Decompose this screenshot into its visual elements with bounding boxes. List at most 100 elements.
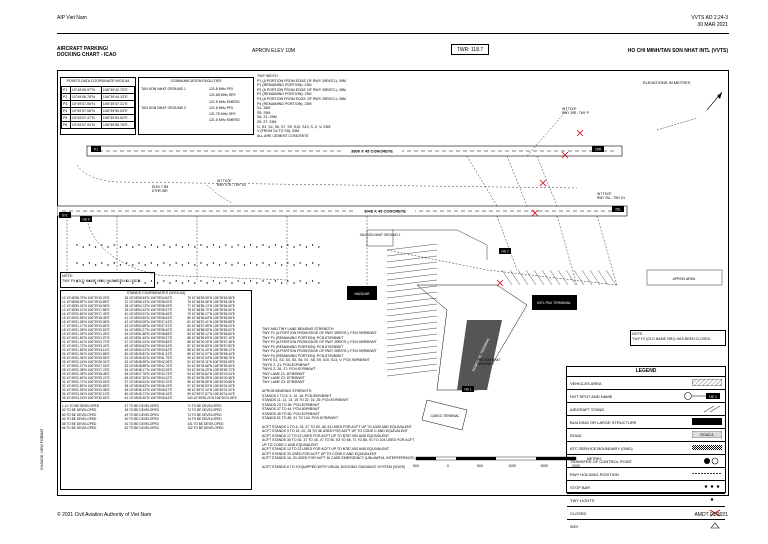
stand-marker — [237, 280, 239, 282]
stand-line — [386, 309, 438, 317]
stand-marker — [125, 262, 128, 264]
legend-symbol-icon — [708, 522, 722, 531]
stand-row: 12 10°48'59.01"N 106°39'16.96"E — [62, 304, 110, 308]
strength-line: ACFT STANDS 6 TO 9 EQUIPPED WITH VISUAL … — [262, 465, 406, 470]
note-left: NOTE: TWY F5 (OLD NAME NR1) HAS BEEN CLO… — [60, 272, 155, 288]
north-arrow-icon — [656, 91, 723, 131]
stand-row: 58 10°48'46.53"N 106°39'45.19"E — [124, 384, 173, 388]
stand-marker — [293, 264, 295, 266]
stand-row: 94 10°49'04.82"N 106°40'00.04"E — [187, 372, 236, 376]
runway-lower — [57, 205, 628, 217]
svg-text:HS 1: HS 1 — [709, 394, 717, 398]
thr-upper-right: 25R — [595, 148, 602, 152]
stand-marker — [194, 264, 196, 266]
stand-marker — [256, 264, 258, 266]
rwy-upper-label-bg — [342, 147, 402, 154]
stand-line — [386, 255, 438, 263]
stand-row: 10 10°48'58.79"N 106°39'15.29"E — [62, 296, 110, 300]
stand-row: 81 10°48'57.41"N 106°39'55.88"E — [187, 320, 236, 324]
twy-parallel-upper — [76, 164, 578, 189]
comm-frequency: 121.75 MHz SRY — [209, 112, 236, 117]
twy-width-line: G, S3, S4, S6, S7, S9, S10, S13, S, Z, V… — [257, 124, 331, 129]
comm-row: 121.5 MHz EMERG — [139, 117, 253, 123]
chart-title: AIRCRAFT PARKING/ DOCKING CHART - ICAO — [57, 46, 117, 58]
strength-line: TWY P2 (A PORTION FROM EDGE OF RWY 25R/0… — [262, 340, 377, 345]
stand-row: 89 10°49'01.97"N 106°39'58.44"E — [187, 352, 236, 356]
legend-label: RWY HOLDING POSITION — [570, 471, 619, 477]
strength-line: ACFT STANDS 1 TO 6, 23, 47 TO 50, 48, 51… — [262, 424, 412, 429]
communication-heading: COMMUNICATION FACILITIES — [170, 79, 222, 83]
stand-marker — [243, 246, 246, 248]
stand-row: 80 10°48'56.84"N 106°39'55.56"E — [187, 316, 236, 320]
stand-row: 21 10°49'01.61"N 106°39'22.70"E — [62, 340, 110, 344]
stand-marker — [76, 244, 78, 246]
stand-marker — [181, 264, 184, 266]
comm-frequency: 121.8 MHz PRI — [209, 87, 233, 91]
stand-dev-cell: 49 TO BE DEVELOPED — [124, 412, 159, 417]
stand-marker — [88, 280, 91, 282]
strength-line: ACFT STANDS 33 USED FOR ACFT UP TO CODE … — [262, 451, 377, 456]
stand-line — [597, 269, 609, 286]
intl-terminal-label: INTL PAX TERMINAL — [537, 301, 571, 305]
comm-row: 121.65 MHz SRY — [139, 92, 253, 98]
stand-row: 84 10°48'59.12"N 106°39'56.84"E — [187, 332, 236, 336]
stand-dev-cell: 51 TO BE DEVELOPED — [124, 421, 159, 426]
stand-marker — [293, 246, 295, 248]
strength-line: STANDS 11, 12, 13, 15 TO 22, 16, 26: PCN… — [262, 398, 349, 403]
stand-line — [386, 243, 438, 251]
cargo-terminal-label: CARGO TERMINAL — [431, 414, 460, 418]
stand-marker — [94, 282, 97, 284]
cargo-terminal-building — [421, 399, 468, 431]
stand-dev-cell: 64 TO BE DEVELOPED — [62, 417, 97, 422]
legend-label: ROAD — [570, 432, 582, 438]
stand-marker — [82, 264, 84, 266]
stand-marker — [206, 264, 208, 266]
stand-line — [386, 279, 438, 287]
stand-marker — [156, 282, 159, 284]
stand-marker — [237, 262, 239, 264]
stand-marker — [163, 262, 165, 264]
scale-tick-label: 1500 — [540, 464, 548, 468]
twy-width-line: S8, Z1: 25M — [257, 115, 277, 120]
stand-dev-cell: 1-10 TO BE DEVELOPED — [62, 404, 100, 408]
stand-line — [533, 269, 545, 286]
stand-line — [549, 269, 561, 286]
stand-dev-cell: 101 TO BE DEVELOPED — [187, 421, 224, 426]
twy-width-line: ALL ARE CEMENT CONCRETE — [257, 133, 309, 138]
stand-marker — [299, 262, 301, 264]
stand-row: 90 10°49'02.54"N 106°39'58.76"E — [187, 356, 236, 360]
stand-marker — [94, 246, 97, 248]
stand-marker — [150, 262, 153, 264]
legend-title: LEGEND — [635, 368, 657, 374]
stand-line — [581, 269, 593, 286]
aerodrome-map: 3800 X 45 CONCRETE 3048 X 45 CONCRETE P1… — [57, 91, 723, 468]
stands-heading: STANDS COORDINATES (WGS-84) — [126, 291, 186, 295]
stand-marker — [280, 246, 283, 248]
stand-row: 96 10°49'05.96"N 106°40'00.68"E — [187, 380, 236, 384]
stand-line — [386, 315, 438, 323]
legend-row: BUILDING OR LARGE STRUCTURE — [567, 415, 725, 428]
stand-row: 59 10°48'46.12"N 106°39'45.67"E — [124, 388, 173, 392]
stand-row: 32 10°49'02.82"N 106°39'30.65"E — [62, 384, 110, 388]
stand-marker — [169, 264, 171, 266]
stand-row: 27 10°49'02.27"N 106°39'27.03"E — [62, 364, 110, 368]
stand-marker — [212, 280, 215, 282]
stand-marker — [113, 280, 115, 282]
taxiway-lines — [66, 109, 618, 295]
stand-marker — [101, 244, 103, 246]
stand-row: 100 10°49'08.24"N 106°40'01.96"E — [187, 396, 237, 400]
svg-text:HS 1: HS 1 — [464, 388, 471, 392]
strength-line: ACFT STANDS 16, 20 USED FOR ACFT IN CASE… — [262, 456, 415, 461]
stand-row: 47 10°48'51.04"N 106°39'39.85"E — [124, 340, 173, 344]
legend-row: AIRCRAFT STAND — [567, 402, 725, 415]
scale-tick-label: 2000 — [572, 464, 580, 468]
stand-marker — [156, 264, 159, 266]
stand-line — [605, 269, 617, 286]
